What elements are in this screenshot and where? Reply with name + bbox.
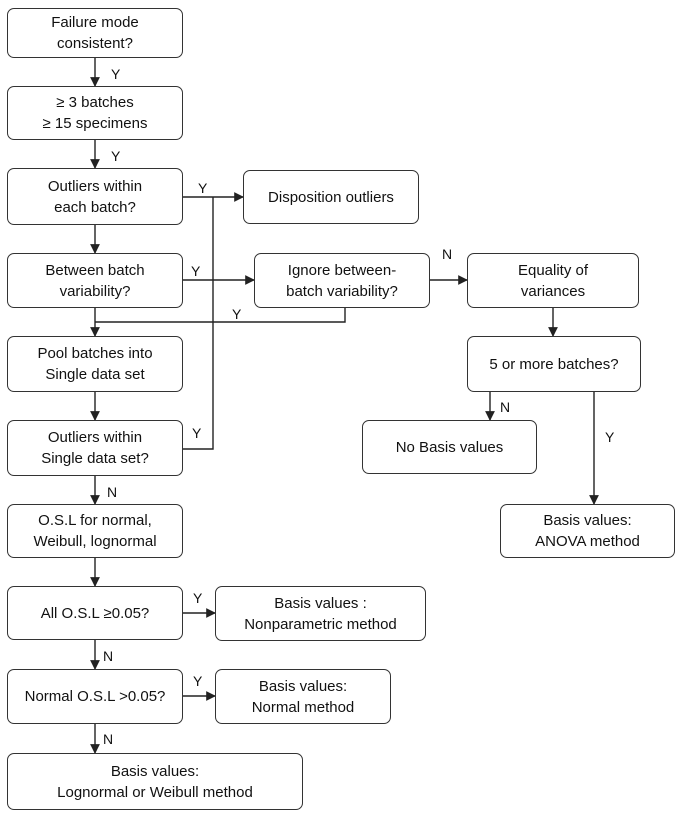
edge-label-y: Y (193, 590, 203, 606)
edge-label-y: Y (605, 429, 615, 445)
node-text: Basis values: (258, 677, 348, 695)
disposition-node: Disposition outliers (243, 170, 419, 224)
node-text: variability? (59, 282, 131, 300)
no-basis-node: No Basis values (362, 420, 537, 474)
node-text: consistent? (57, 35, 133, 52)
failure-mode-node: Failure mode consistent? (7, 8, 183, 58)
ignore-between-node: Ignore between- batch variability? (254, 253, 430, 308)
equality-node: Equality of variances (467, 253, 639, 308)
node-text: variances (520, 282, 586, 300)
edge-label-n: N (103, 648, 114, 664)
outliers-single-node: Outliers within Single data set? (7, 420, 183, 476)
node-text: Equality of (517, 261, 589, 279)
node-text: Between batch (45, 261, 145, 279)
node-text: ≥ 15 specimens (42, 115, 148, 132)
node-text: O.S.L for normal, (38, 512, 152, 529)
edge-label-y: Y (192, 425, 202, 441)
osl-node: O.S.L for normal, Weibull, lognormal (7, 504, 183, 558)
nonparametric-node: Basis values : Nonparametric method (215, 586, 426, 641)
node-text: 5 or more batches? (489, 355, 619, 373)
edge-label-y: Y (111, 148, 121, 164)
normal-osl-node: Normal O.S.L >0.05? (7, 669, 183, 724)
node-text: ≥ 3 batches (56, 94, 134, 111)
node-text: Normal method (251, 698, 355, 716)
node-text: Failure mode (51, 14, 139, 31)
outliers-batch-node: Outliers within each batch? (7, 168, 183, 225)
node-text: Basis values : (274, 594, 367, 612)
lognormal-node: Basis values: Lognormal or Weibull metho… (7, 753, 303, 810)
node-text: Single data set? (41, 450, 149, 467)
node-text: batch variability? (286, 282, 398, 300)
between-batch-node: Between batch variability? (7, 253, 183, 308)
node-text: Normal O.S.L >0.05? (24, 688, 166, 705)
pool-node: Pool batches into Single data set (7, 336, 183, 392)
node-text: Disposition outliers (268, 188, 394, 206)
node-text: All O.S.L ≥0.05? (40, 604, 150, 622)
five-batches-node: 5 or more batches? (467, 336, 641, 392)
edge-label-y: Y (193, 673, 203, 689)
edge-label-n: N (500, 399, 511, 415)
edge-label-n: N (107, 484, 118, 500)
node-text: Lognormal or Weibull method (57, 783, 253, 801)
node-text: Weibull, lognormal (33, 533, 157, 550)
node-text: each batch? (54, 198, 136, 216)
node-text: No Basis values (395, 438, 504, 456)
node-text: Single data set (45, 366, 145, 383)
batches-node: ≥ 3 batches ≥ 15 specimens (7, 86, 183, 140)
edge-label-n: N (103, 731, 114, 747)
node-text: Nonparametric method (244, 615, 397, 633)
edge-label-y: Y (191, 263, 201, 279)
edge-label-y: Y (232, 306, 242, 322)
node-text: Basis values: (110, 762, 200, 780)
node-text: Outliers within (47, 429, 143, 446)
edge-label-n: N (442, 246, 453, 262)
edge-label-y: Y (111, 66, 121, 82)
node-text: Basis values: (543, 512, 632, 529)
all-osl-node: All O.S.L ≥0.05? (7, 586, 183, 640)
node-text: Ignore between- (287, 261, 397, 279)
normal-method-node: Basis values: Normal method (215, 669, 391, 724)
node-text: Pool batches into (37, 345, 153, 362)
node-text: Outliers within (47, 177, 143, 195)
node-text: ANOVA method (535, 533, 640, 550)
edge-label-y: Y (198, 180, 208, 196)
anova-node: Basis values: ANOVA method (500, 504, 675, 558)
